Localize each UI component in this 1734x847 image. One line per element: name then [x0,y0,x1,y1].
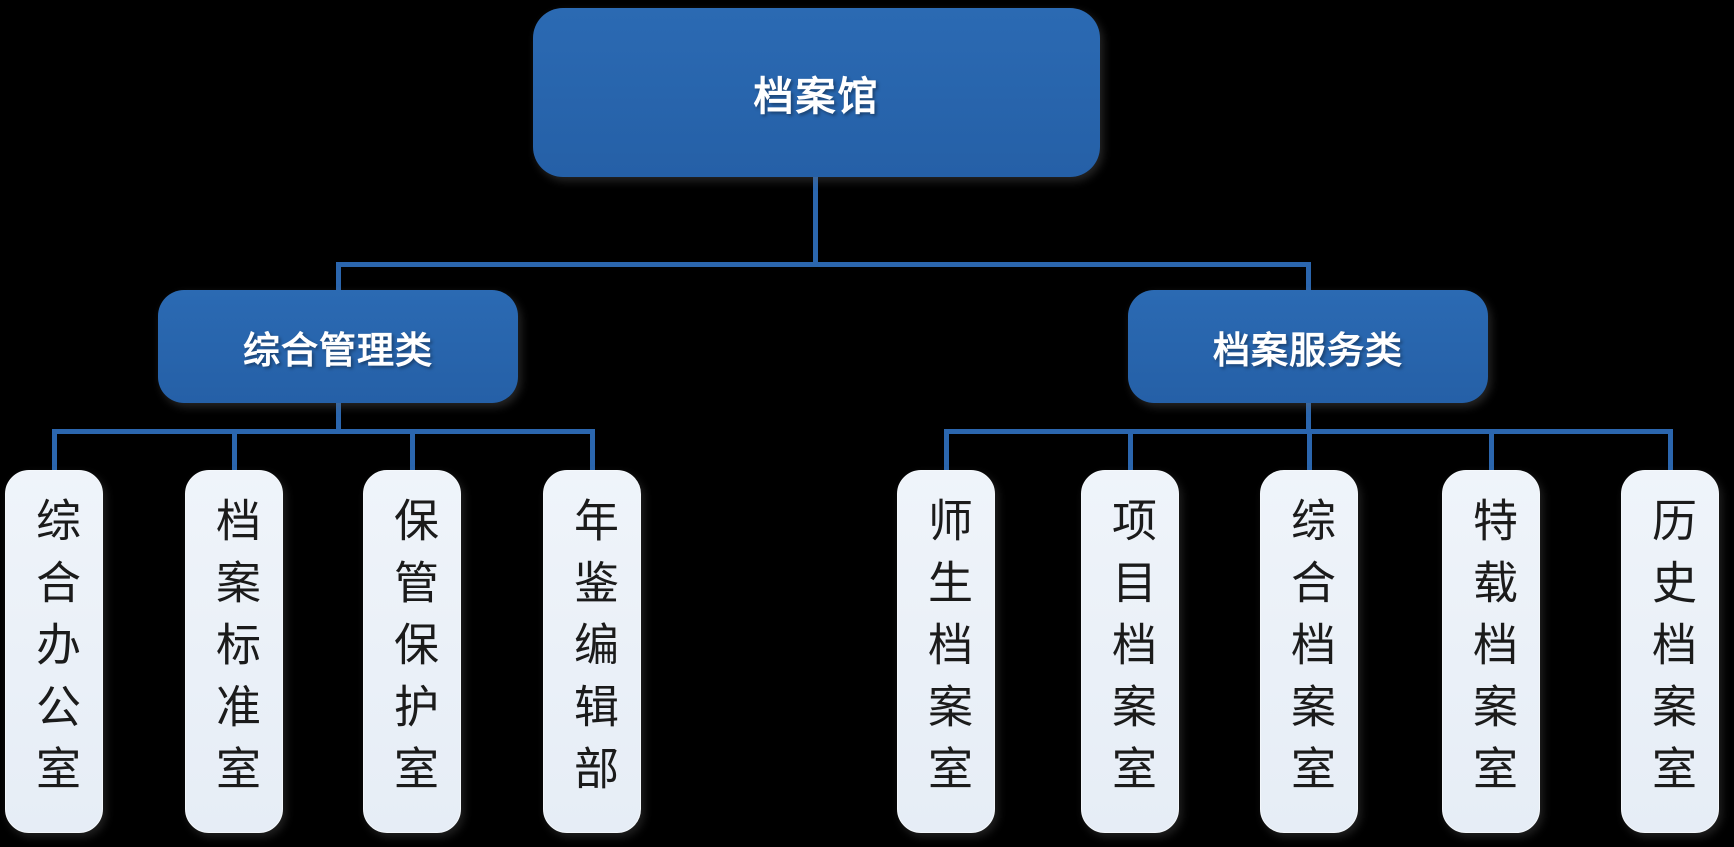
connector-bus-level2 [336,262,1311,267]
org-node-leaf: 师生档案室 [897,470,995,833]
leaf-label: 师生档案室 [921,496,972,807]
connector-branch0-drop-out [336,401,341,432]
org-node-leaf: 综合档案室 [1260,470,1358,833]
connector-root-drop [813,176,818,266]
connector-leaf-drop [944,429,949,470]
connector-leaf-drop [1668,429,1673,470]
connector-leaf-drop [52,429,57,470]
leaf-label: 综合办公室 [29,496,80,807]
leaf-label: 历史档案室 [1645,496,1696,807]
org-node-branch-service: 档案服务类 [1128,290,1488,403]
org-node-leaf: 年鉴编辑部 [543,470,641,833]
leaf-label: 特载档案室 [1466,496,1517,807]
org-node-branch-management: 综合管理类 [158,290,518,403]
connector-leaf-drop [1489,429,1494,470]
org-node-branch-label: 综合管理类 [243,329,433,371]
connector-bus-branch0 [52,429,595,434]
org-node-leaf: 保管保护室 [363,470,461,833]
leaf-label: 年鉴编辑部 [567,496,618,807]
org-node-leaf: 综合办公室 [5,470,103,833]
org-node-root: 档案馆 [533,8,1100,177]
org-node-leaf: 项目档案室 [1081,470,1179,833]
connector-branch1-drop-out [1306,401,1311,432]
connector-branch1-drop-in [1306,262,1311,292]
leaf-label: 保管保护室 [387,496,438,807]
connector-branch0-drop-in [336,262,341,292]
leaf-label: 项目档案室 [1105,496,1156,807]
leaf-label: 档案标准室 [209,496,260,807]
org-node-branch-label: 档案服务类 [1213,329,1403,371]
connector-leaf-drop [410,429,415,470]
connector-leaf-drop [1307,429,1312,470]
connector-leaf-drop [1128,429,1133,470]
leaf-label: 综合档案室 [1284,496,1335,807]
connector-leaf-drop [590,429,595,470]
org-node-root-label: 档案馆 [753,74,880,119]
connector-leaf-drop [232,429,237,470]
org-node-leaf: 档案标准室 [185,470,283,833]
org-node-leaf: 历史档案室 [1621,470,1719,833]
org-node-leaf: 特载档案室 [1442,470,1540,833]
